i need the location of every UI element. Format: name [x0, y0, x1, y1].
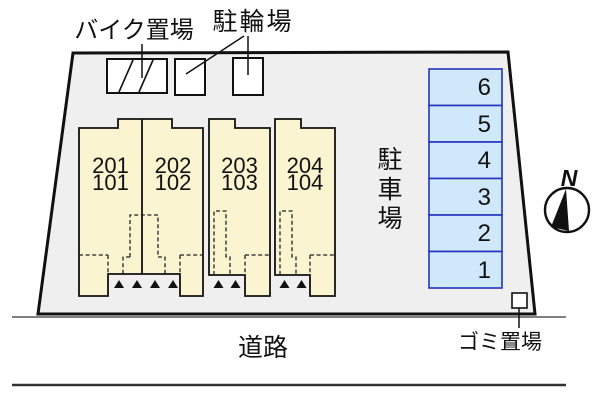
entrance-triangle-icon — [150, 280, 160, 288]
parking-stall-number: 5 — [478, 111, 491, 138]
parking-stall-number: 1 — [478, 257, 491, 284]
building-block-203 — [208, 118, 271, 297]
compass-needle-icon — [551, 189, 569, 231]
car-parking-label: 駐 車 場 — [377, 146, 402, 233]
bicycle-parking-leader-line-1 — [185, 35, 245, 75]
unit-202-lower-label: 102 — [155, 170, 192, 195]
parking-stall — [428, 68, 503, 107]
parking-stalls: 6 5 4 3 2 1 — [428, 68, 503, 289]
trash-area-label: ゴミ置場 — [458, 331, 542, 354]
entrance-triangle-icon — [213, 280, 224, 288]
trash-area — [511, 292, 528, 309]
entrance-triangle-icon — [296, 280, 307, 288]
bike-parking-hatch-1 — [118, 59, 134, 93]
entrance-triangle-icon — [279, 280, 290, 288]
compass-north-label: N — [561, 165, 578, 191]
building-block-204 — [274, 118, 336, 297]
unit-203-lower-label: 103 — [221, 170, 258, 195]
entrance-triangle-icon — [230, 280, 241, 288]
road-label: 道路 — [238, 334, 288, 362]
unit-203-upper-label: 203 — [221, 153, 258, 178]
bike-parking-label: バイク置場 — [74, 17, 194, 44]
unit-labels: 201 101 202 102 203 103 204 104 — [92, 153, 323, 195]
building-block-201-202 — [78, 118, 204, 297]
unit-202-upper-label: 202 — [155, 153, 192, 178]
car-parking-label-char-1: 駐 — [377, 146, 402, 174]
parking-stall — [428, 104, 503, 143]
unit-201-lower-label: 101 — [92, 170, 129, 195]
unit-204-upper-label: 204 — [287, 153, 324, 178]
entrance-triangle-icon — [168, 280, 178, 288]
parking-stall — [428, 141, 503, 180]
entry-dashed-lines-block-203 — [213, 210, 270, 275]
parking-stall-number: 3 — [478, 184, 491, 211]
parking-stall-number: 6 — [478, 74, 491, 101]
parking-stall-number: 2 — [478, 220, 491, 247]
bicycle-parking-label: 駐輪場 — [212, 8, 293, 36]
unit-204-lower-label: 104 — [287, 170, 324, 195]
unit-201-upper-label: 201 — [92, 153, 129, 178]
entry-dashed-lines-block-201-202 — [79, 214, 203, 274]
bike-parking-hatch-2 — [138, 59, 154, 93]
entrance-triangle-icon — [114, 280, 124, 288]
entry-dashed-lines-block-204 — [279, 210, 335, 275]
parking-stall — [428, 177, 503, 216]
parking-stall — [428, 250, 503, 289]
car-parking-label-char-3: 場 — [377, 205, 402, 233]
bike-parking-area — [106, 58, 168, 94]
parking-stall — [428, 214, 503, 253]
entrance-triangle-icon — [132, 280, 142, 288]
compass-north-icon: N — [543, 165, 591, 234]
car-parking-label-char-2: 車 — [377, 176, 402, 204]
parking-stall-number: 4 — [478, 147, 491, 174]
entrance-triangles — [114, 280, 307, 288]
